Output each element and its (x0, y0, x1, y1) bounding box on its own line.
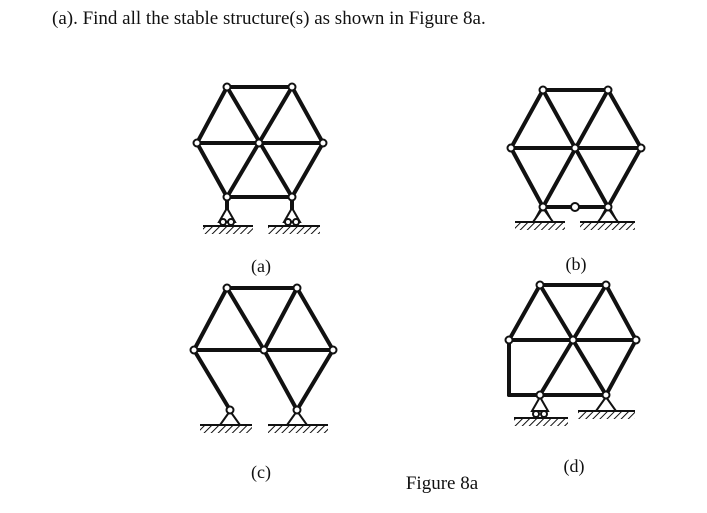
ground-b (515, 221, 635, 230)
structure-b (509, 88, 643, 220)
joints-a (192, 82, 328, 202)
figure-label-a: (a) (251, 256, 271, 276)
structure-a (195, 85, 325, 218)
joints-d (504, 280, 641, 400)
figure-label-d: (d) (563, 456, 585, 476)
ground-a (203, 225, 320, 234)
structure-c (192, 286, 335, 412)
support-a-left-roller (217, 205, 237, 226)
figure-label-b: (b) (565, 254, 587, 274)
joints-c (189, 283, 338, 415)
members (195, 85, 325, 218)
ground-c (200, 424, 328, 433)
support-d-left-roller (530, 394, 550, 418)
joints-b (506, 85, 646, 212)
ground-d (514, 410, 635, 426)
figure-label-c: (c) (251, 462, 271, 482)
question-text: (a). Find all the stable structure(s) as… (52, 8, 486, 29)
support-a-right-roller (282, 205, 302, 226)
figure-caption: Figure 8a (405, 473, 479, 494)
